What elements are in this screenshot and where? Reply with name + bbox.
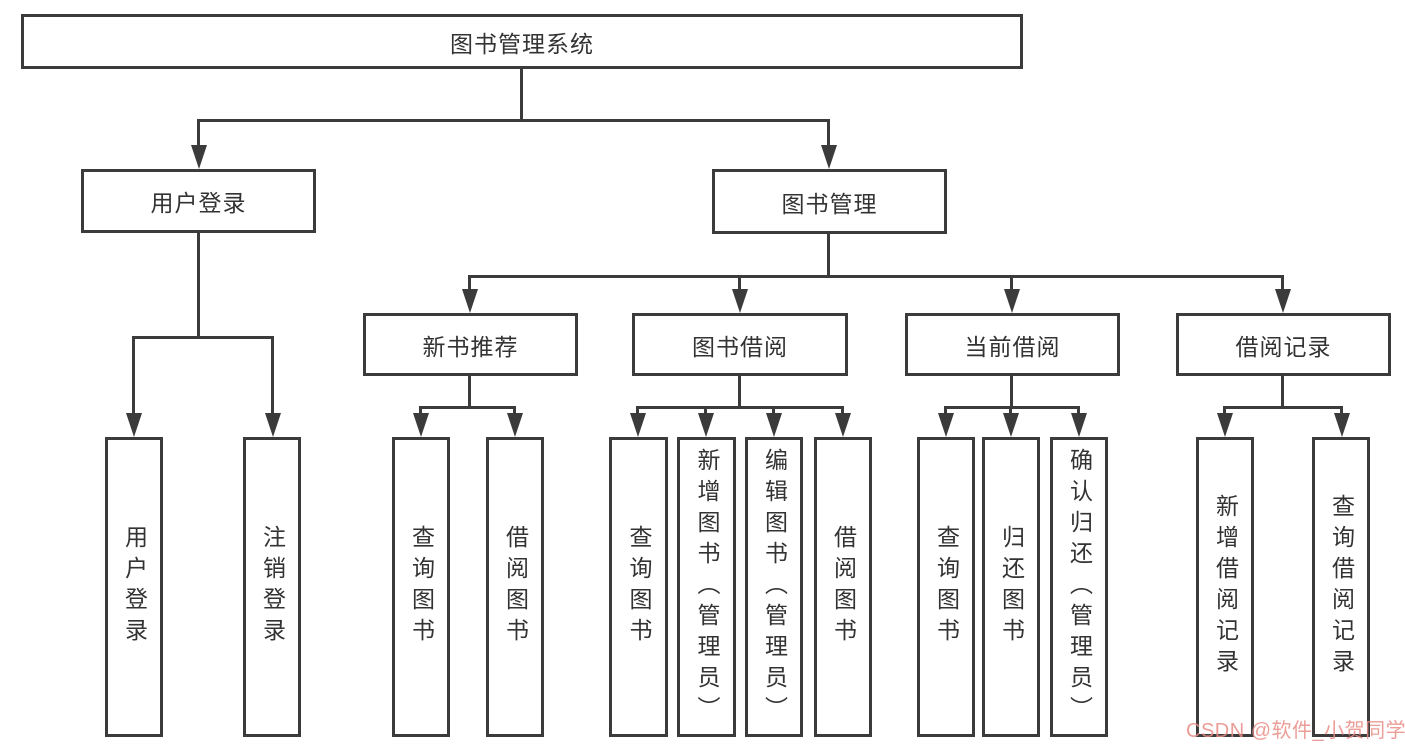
- edge-arrow-to-borrowing-records: [1274, 275, 1291, 313]
- edge-current-borrowing-hline: [944, 406, 1080, 409]
- leaf-query-borrow-record: 查询借阅记录: [1312, 437, 1370, 737]
- edge-arrow-to-current-borrowing: [1003, 275, 1020, 313]
- leaf-query-borrow-record-label: 查询借阅记录: [1328, 494, 1355, 680]
- leaf-query-books-current: 查询图书: [917, 437, 975, 737]
- edge-arrow-cb-confirm: [1070, 406, 1087, 437]
- node-user-login-label: 用户登录: [150, 190, 247, 216]
- edge-arrow-to-new-book: [461, 275, 478, 313]
- edge-arrow-br-add: [1216, 406, 1233, 437]
- edge-borrowing-records-hline: [1223, 406, 1343, 409]
- leaf-query-books-borrowing-label: 查询图书: [626, 525, 652, 649]
- leaf-query-books-current-label: 查询图书: [933, 525, 960, 649]
- node-new-book-recommendation: 新书推荐: [363, 313, 578, 376]
- edge-arrow-to-book-management: [820, 119, 837, 169]
- edge-book-borrowing-hline: [636, 406, 844, 409]
- edge-book-borrowing-stem: [738, 375, 741, 409]
- edge-arrow-cb-return: [1002, 406, 1019, 437]
- leaf-logout: 注销登录: [243, 437, 301, 737]
- node-book-borrowing: 图书借阅: [632, 313, 848, 376]
- edge-arrow-cb-query: [937, 406, 954, 437]
- node-library-system: 图书管理系统: [21, 14, 1023, 69]
- edge-arrow-bb-edit: [765, 406, 782, 437]
- edge-user-login-stem: [197, 232, 200, 339]
- node-borrowing-records-label: 借阅记录: [1235, 333, 1332, 360]
- leaf-add-borrow-record-label: 新增借阅记录: [1212, 494, 1239, 680]
- edge-arrow-nb-borrow: [506, 406, 523, 437]
- edge-arrow-to-leaf-user-login: [125, 336, 142, 437]
- edge-new-book-stem: [468, 375, 471, 409]
- leaf-borrow-books-borrowing: 借阅图书: [814, 437, 872, 737]
- leaf-user-login: 用户登录: [105, 437, 163, 737]
- leaf-query-books-borrowing: 查询图书: [609, 437, 668, 737]
- edge-arrow-nb-query: [412, 406, 429, 437]
- edge-arrow-br-query: [1333, 406, 1350, 437]
- edge-arrow-bb-query: [629, 406, 646, 437]
- node-book-management-label: 图书管理: [781, 190, 878, 217]
- leaf-user-login-label: 用户登录: [121, 525, 148, 649]
- leaf-edit-book-admin-label: 编辑图书（管理员）: [761, 447, 788, 727]
- node-book-borrowing-label: 图书借阅: [692, 333, 788, 360]
- leaf-return-books: 归还图书: [982, 437, 1040, 737]
- leaf-confirm-return-admin: 确认归还（管理员）: [1050, 437, 1108, 737]
- edge-borrowing-records-stem: [1281, 375, 1284, 409]
- leaf-add-borrow-record: 新增借阅记录: [1196, 437, 1254, 737]
- node-current-borrowing-label: 当前借阅: [964, 333, 1061, 360]
- leaf-add-book-admin: 新增图书（管理员）: [677, 437, 736, 737]
- edge-book-management-stem: [827, 233, 830, 278]
- node-new-book-recommendation-label: 新书推荐: [422, 333, 519, 360]
- node-user-login: 用户登录: [81, 169, 316, 233]
- leaf-add-book-admin-label: 新增图书（管理员）: [694, 447, 720, 727]
- leaf-borrow-books-recommend: 借阅图书: [486, 437, 544, 737]
- edge-arrow-bb-borrow: [834, 406, 851, 437]
- edge-root-hline: [197, 119, 830, 122]
- edge-arrow-to-user-login: [190, 119, 207, 169]
- leaf-confirm-return-admin-label: 确认归还（管理员）: [1066, 447, 1093, 727]
- node-book-management: 图书管理: [712, 169, 947, 234]
- edge-new-book-hline: [419, 406, 516, 409]
- leaf-borrow-books-borrowing-label: 借阅图书: [830, 525, 857, 649]
- edge-arrow-to-book-borrowing: [731, 275, 748, 313]
- node-borrowing-records: 借阅记录: [1176, 313, 1391, 376]
- leaf-query-books-recommend: 查询图书: [392, 437, 450, 737]
- watermark: CSDN @软件_小贺同学: [1186, 720, 1405, 742]
- edge-user-login-hline: [132, 336, 273, 339]
- leaf-query-books-recommend-label: 查询图书: [408, 525, 435, 649]
- leaf-logout-label: 注销登录: [259, 525, 286, 649]
- leaf-return-books-label: 归还图书: [998, 525, 1025, 649]
- node-library-system-label: 图书管理系统: [450, 30, 594, 57]
- node-current-borrowing: 当前借阅: [905, 313, 1120, 376]
- leaf-edit-book-admin: 编辑图书（管理员）: [745, 437, 803, 737]
- edge-arrow-bb-add: [697, 406, 714, 437]
- edge-book-management-hline: [468, 275, 1284, 278]
- edge-root-stem: [520, 66, 523, 122]
- edge-arrow-to-leaf-logout: [264, 336, 281, 437]
- leaf-borrow-books-recommend-label: 借阅图书: [502, 525, 529, 649]
- edge-current-borrowing-stem: [1010, 375, 1013, 409]
